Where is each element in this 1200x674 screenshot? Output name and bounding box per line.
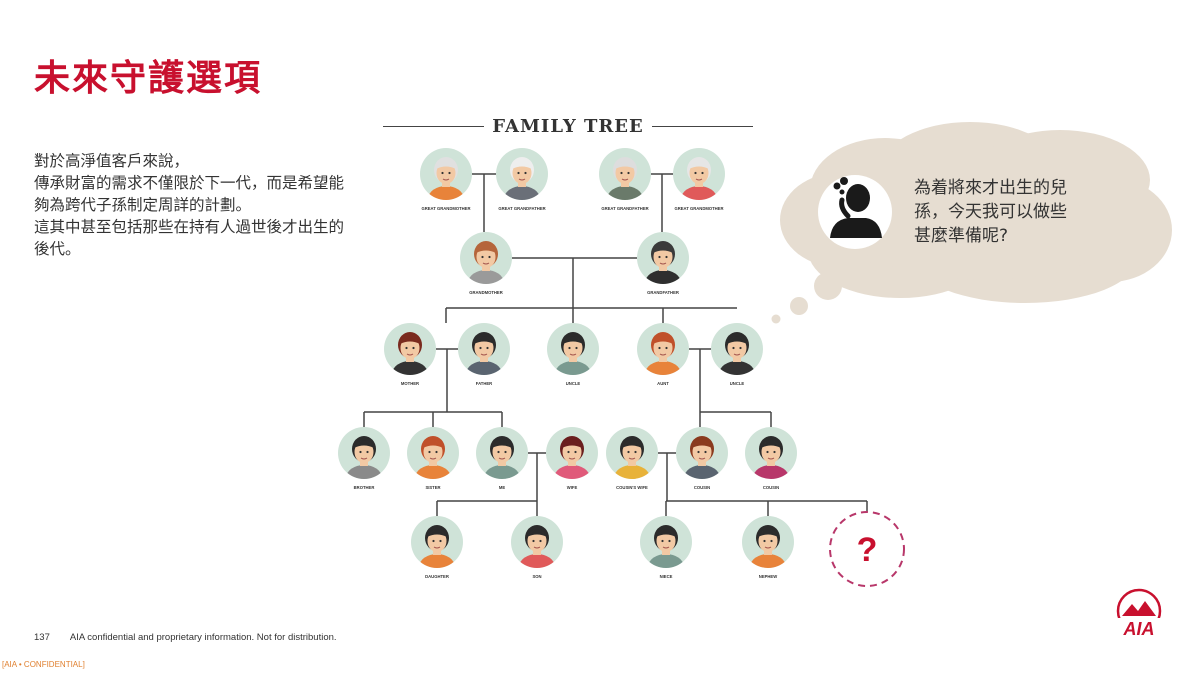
- thinking-man-icon: [818, 175, 892, 249]
- intro-line: 夠為跨代子孫制定周詳的計劃。: [34, 196, 252, 214]
- avatar-icon: [607, 157, 643, 200]
- avatar-icon: [554, 436, 590, 479]
- member-ggf1: GREAT GRANDFATHER: [496, 148, 548, 211]
- member-label: GREAT GRANDFATHER: [601, 206, 648, 211]
- member-me: ME: [476, 427, 528, 490]
- thought-text: 為着將來才出生的兒 孫，今天我可以做些 甚麼準備呢?: [914, 176, 1114, 248]
- member-label: NEPHEW: [759, 574, 777, 579]
- member-sister: SISTER: [407, 427, 459, 490]
- avatar-icon: [504, 157, 540, 200]
- avatar-icon: [614, 436, 650, 479]
- member-daughter: DAUGHTER: [411, 516, 463, 579]
- member-uncle1: UNCLE: [547, 323, 599, 386]
- member-label: COUSIN: [694, 485, 710, 490]
- thought-dot-small: [771, 314, 781, 324]
- member-label: COUSIN'S WIFE: [616, 485, 648, 490]
- tree-connectors: [363, 173, 868, 516]
- avatar-icon: [484, 436, 520, 479]
- member-brother: BROTHER: [338, 427, 390, 490]
- member-label: WIFE: [567, 485, 578, 490]
- aia-logo: AIA: [1116, 588, 1162, 639]
- member-cousin2: COUSIN: [745, 427, 797, 490]
- member-label: FATHER: [476, 381, 492, 386]
- member-nephew: NEPHEW: [742, 516, 794, 579]
- member-label: UNCLE: [566, 381, 581, 386]
- avatar-icon: [419, 525, 455, 568]
- member-label: GRANDMOTHER: [469, 290, 503, 295]
- intro-line: 對於高淨值客戶來說，: [34, 152, 190, 170]
- intro-line: 傳承財富的需求不僅限於下一代，而是希望能: [34, 174, 345, 192]
- member-label: SISTER: [425, 485, 440, 490]
- heading-rule-right: [651, 125, 754, 127]
- confidential-tag: [AIA • CONFIDENTIAL]: [2, 660, 85, 669]
- avatar-icon: [346, 436, 382, 479]
- member-label: GRANDFATHER: [647, 290, 679, 295]
- avatar-icon: [750, 525, 786, 568]
- question-mark-icon: ?: [857, 531, 878, 569]
- unknown-future-member: ?: [829, 511, 905, 587]
- member-label: GREAT GRANDMOTHER: [421, 206, 470, 211]
- family-tree-title: FAMILY TREE: [492, 115, 644, 137]
- intro-line: 這其中甚至包括那些在持有人過世後才出生的: [34, 218, 345, 236]
- member-label: BROTHER: [354, 485, 375, 490]
- avatar-icon: [392, 332, 428, 375]
- avatar-icon: [753, 436, 789, 479]
- member-label: UNCLE: [730, 381, 745, 386]
- avatar-icon: [466, 332, 502, 375]
- thought-bubble: [771, 122, 1172, 324]
- member-label: SON: [532, 574, 541, 579]
- member-ggm2: GREAT GRANDMOTHER: [673, 148, 725, 211]
- member-niece: NIECE: [640, 516, 692, 579]
- avatar-icon: [645, 332, 681, 375]
- avatar-icon: [468, 241, 504, 284]
- member-wife: WIFE: [546, 427, 598, 490]
- page-title: 未來守護選項: [34, 58, 263, 99]
- thought-dot-medium: [790, 297, 808, 315]
- avatar-icon: [684, 436, 720, 479]
- avatar-icon: [555, 332, 591, 375]
- member-ggm1: GREAT GRANDMOTHER: [420, 148, 472, 211]
- thought-line: 為着將來才出生的兒: [914, 178, 1067, 198]
- member-label: NIECE: [660, 574, 673, 579]
- thought-dot-large: [814, 272, 842, 300]
- family-tree-heading: FAMILY TREE: [383, 114, 754, 138]
- avatar-icon: [645, 241, 681, 284]
- thought-line: 甚麼準備呢?: [914, 226, 1009, 246]
- member-ggf2: GREAT GRANDFATHER: [599, 148, 651, 211]
- member-label: ME: [499, 485, 505, 490]
- avatar-icon: [415, 436, 451, 479]
- intro-text: 對於高淨值客戶來說， 傳承財富的需求不僅限於下一代，而是希望能 夠為跨代子孫制定…: [34, 150, 394, 260]
- member-mother: MOTHER: [384, 323, 436, 386]
- thought-line: 孫，今天我可以做些: [914, 202, 1067, 222]
- member-aunt: AUNT: [637, 323, 689, 386]
- tree-members: GREAT GRANDMOTHER GREAT GRANDFATHER GREAT …: [338, 148, 797, 579]
- member-label: DAUGHTER: [425, 574, 449, 579]
- member-label: AUNT: [657, 381, 669, 386]
- avatar-icon: [648, 525, 684, 568]
- member-uncle2: UNCLE: [711, 323, 763, 386]
- member-cousinwife: COUSIN'S WIFE: [606, 427, 658, 490]
- intro-line: 後代。: [34, 240, 81, 258]
- avatar-icon: [519, 525, 555, 568]
- member-label: MOTHER: [401, 381, 419, 386]
- unknown-member-circle: [829, 511, 905, 587]
- member-cousin1: COUSIN: [676, 427, 728, 490]
- member-son: SON: [511, 516, 563, 579]
- avatar-icon: [428, 157, 464, 200]
- avatar-icon: [719, 332, 755, 375]
- member-father: FATHER: [458, 323, 510, 386]
- member-label: GREAT GRANDMOTHER: [674, 206, 723, 211]
- logo-text: AIA: [1123, 619, 1155, 639]
- member-label: COUSIN: [763, 485, 779, 490]
- avatar-icon: [681, 157, 717, 200]
- member-label: GREAT GRANDFATHER: [498, 206, 545, 211]
- heading-rule-left: [383, 125, 485, 127]
- footer-note: 137 AIA confidential and proprietary info…: [34, 632, 337, 643]
- member-gm: GRANDMOTHER: [460, 232, 512, 295]
- member-gf: GRANDFATHER: [637, 232, 689, 295]
- page-number: 137: [34, 632, 50, 643]
- confidential-note: AIA confidential and proprietary informa…: [69, 632, 337, 643]
